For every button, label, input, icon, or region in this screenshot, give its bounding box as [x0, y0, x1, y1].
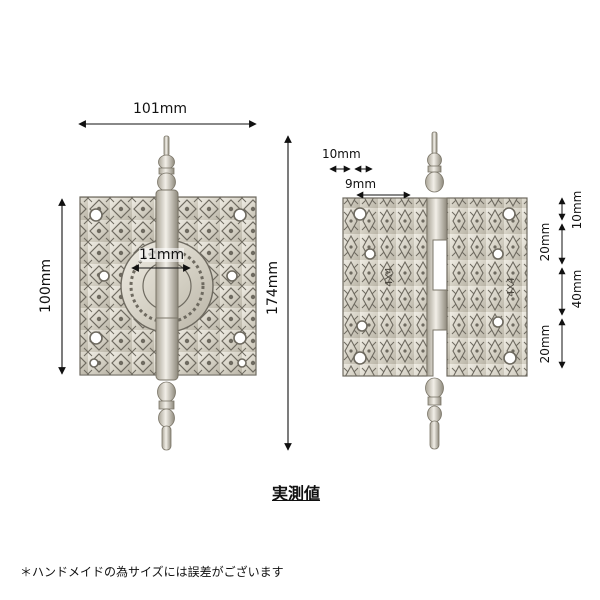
caption-title: 実測値 — [272, 484, 321, 503]
side-knuckles — [426, 197, 448, 377]
side-screw-holes — [353, 207, 517, 365]
seg1-label: 20mm — [538, 222, 552, 262]
seg2-label: 40mm — [570, 269, 584, 309]
knuckle-label: 11mm — [139, 247, 185, 263]
side-right-leaf — [446, 197, 528, 377]
side-hinge — [342, 131, 528, 450]
disclaimer-note: ＊ハンドメイドの為サイズには誤差がございます — [20, 565, 284, 579]
top-sub-label: 9mm — [345, 177, 377, 191]
side-dimensions — [329, 165, 566, 369]
side-left-stamp: 4X4 — [384, 267, 395, 287]
front-screw-holes — [89, 208, 247, 368]
front-hinge — [79, 135, 257, 451]
right-top-label: 10mm — [570, 190, 584, 230]
side-left-leaf — [342, 197, 428, 377]
side-top-finial — [425, 131, 444, 193]
front-top-finial — [157, 135, 176, 192]
front-dimensions — [58, 120, 292, 451]
seg3-label: 20mm — [538, 324, 552, 364]
side-bottom-finial — [425, 377, 444, 450]
height-label: 100mm — [38, 259, 54, 313]
top-small-label: 10mm — [322, 147, 361, 161]
side-right-stamp: 4X4 — [506, 277, 517, 297]
front-bottom-finial — [157, 381, 176, 451]
total-height-label: 174mm — [265, 261, 281, 315]
front-barrel — [155, 189, 179, 381]
width-label: 101mm — [133, 101, 187, 117]
